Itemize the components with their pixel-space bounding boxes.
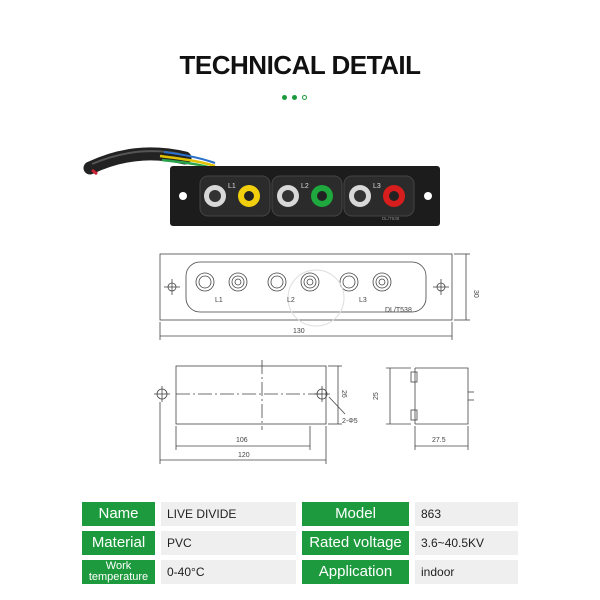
drawing-label-l3: L3 xyxy=(359,297,367,304)
drawing-label-l1: L1 xyxy=(215,297,223,304)
outline-outer xyxy=(159,253,453,321)
dim-hole-spacing-106: 106 xyxy=(236,437,248,444)
mount-hole-left xyxy=(179,192,187,200)
dot-icon xyxy=(282,95,287,100)
spec-value-model: 863 xyxy=(415,502,518,526)
product-illustration: L1 L2 L3 DL/T538 xyxy=(83,147,440,226)
dim-height-30: 30 xyxy=(472,290,479,298)
dot-outline-icon xyxy=(302,95,307,100)
drawing-model-mark: DL/T538 xyxy=(385,307,412,314)
spec-value-work-temperature: 0-40°C xyxy=(161,560,296,584)
end-view-body xyxy=(415,367,469,425)
dim-height-25: 25 xyxy=(373,392,380,400)
side-body xyxy=(175,365,327,425)
panel-label-l3: L3 xyxy=(373,183,381,190)
panel-label-l2: L2 xyxy=(301,183,309,190)
spec-row: Work temperature 0-40°C Application indo… xyxy=(82,560,518,584)
spec-label-material: Material xyxy=(82,531,155,555)
spec-label-model: Model xyxy=(302,502,409,526)
page-title: TECHNICAL DETAIL xyxy=(179,50,421,80)
panel-model-mark: DL/T538 xyxy=(382,216,400,221)
spec-label-name: Name xyxy=(82,502,155,526)
panel-label-l1: L1 xyxy=(228,183,236,190)
cable xyxy=(83,147,216,176)
spec-value-application: indoor xyxy=(415,560,518,584)
mount-hole-right xyxy=(424,192,432,200)
socket-l3 xyxy=(349,185,405,207)
spec-label-rated-voltage: Rated voltage xyxy=(302,531,409,555)
dot-icon xyxy=(292,95,297,100)
spec-value-name: LIVE DIVIDE INDICATOR xyxy=(161,502,296,545)
dim-depth-27-5: 27.5 xyxy=(432,437,446,444)
spec-row: Name LIVE DIVIDE INDICATOR Model 863 xyxy=(82,502,518,545)
dim-length-120: 120 xyxy=(238,452,250,459)
drawing-side-view: 106 120 26 2-Φ5 25 27.5 xyxy=(154,360,474,464)
drawing-label-l2: L2 xyxy=(287,297,295,304)
spec-value-material: PVC xyxy=(161,531,296,555)
dim-height-26: 26 xyxy=(340,390,347,398)
outline-inner xyxy=(185,261,427,313)
spec-label-application: Application xyxy=(302,560,409,584)
socket-l1 xyxy=(204,185,260,207)
socket-l2 xyxy=(277,185,333,207)
dim-width-130: 130 xyxy=(293,328,305,335)
decorative-dots xyxy=(282,95,322,103)
spec-row: Material PVC Rated voltage 3.6~40.5KV xyxy=(82,531,518,555)
spec-value-rated-voltage: 3.6~40.5KV xyxy=(415,531,518,555)
spec-label-work-temperature: Work temperature xyxy=(82,560,155,584)
hole-note: 2-Φ5 xyxy=(342,418,358,425)
drawing-top-view: L1 L2 L3 DL/T538 130 30 xyxy=(159,253,479,340)
